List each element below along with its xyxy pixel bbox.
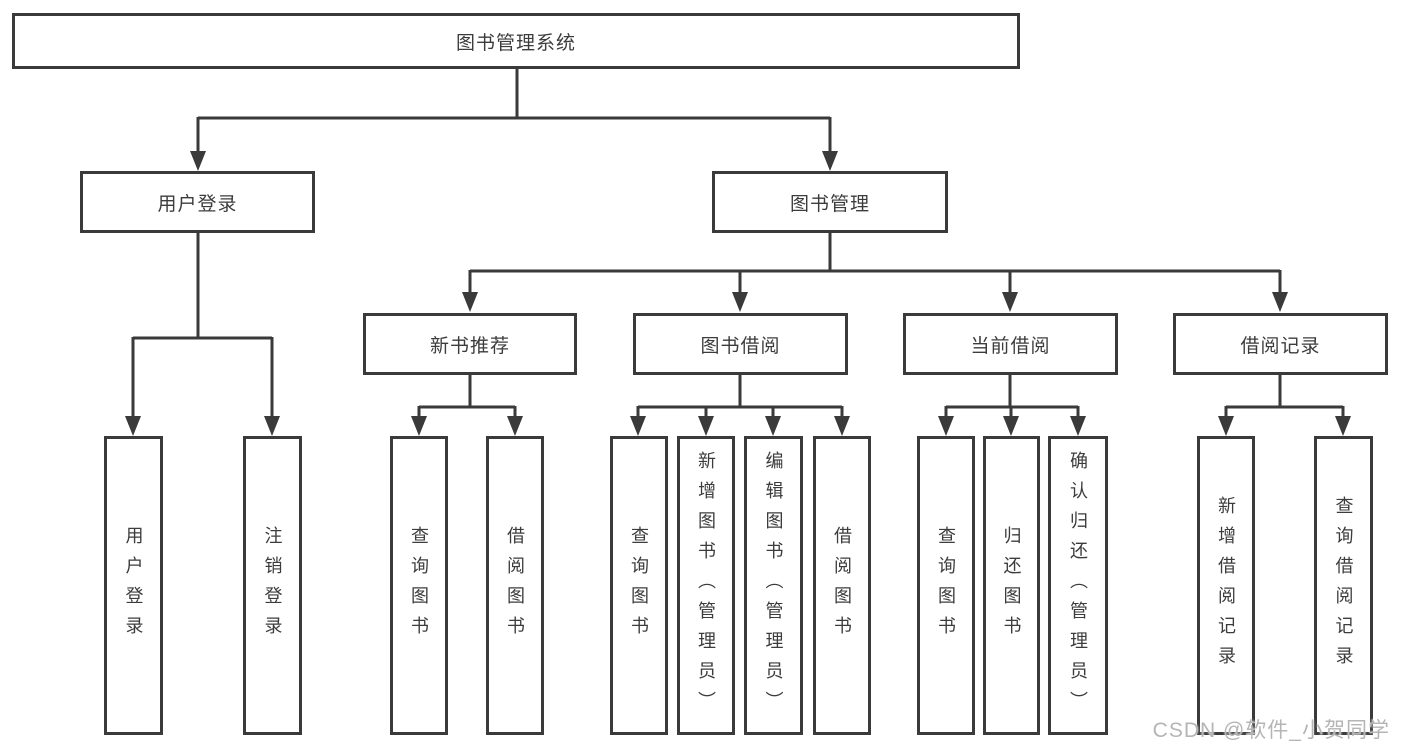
- leaf-edit-book-admin-label: 编辑图书（管理员）: [763, 450, 784, 721]
- node-root-label: 图书管理系统: [455, 32, 576, 54]
- leaf-logout: 注销登录: [243, 436, 302, 735]
- csdn-watermark: CSDN @软件_小贺同学: [1152, 719, 1390, 742]
- leaf-query-book-1: 查询图书: [390, 436, 448, 735]
- node-book-borrow: 图书借阅: [633, 313, 848, 375]
- leaf-borrow-book-1-label: 借阅图书: [505, 525, 525, 646]
- leaf-edit-book-admin: 编辑图书（管理员）: [744, 436, 803, 735]
- leaf-query-borrow-record: 查询借阅记录: [1314, 436, 1373, 735]
- node-book-management: 图书管理: [712, 171, 948, 233]
- connector-borrow-records-to-leaves: [1218, 375, 1351, 436]
- connector-book-management-to-level3: [462, 233, 1288, 312]
- leaf-query-book-2: 查询图书: [610, 436, 668, 735]
- connector-user-login-to-leaves: [125, 233, 280, 436]
- node-user-login-label: 用户登录: [157, 193, 238, 215]
- node-borrow-records: 借阅记录: [1173, 313, 1388, 375]
- leaf-logout-label: 注销登录: [262, 525, 283, 646]
- node-current-borrow: 当前借阅: [903, 313, 1118, 375]
- node-user-login: 用户登录: [80, 171, 315, 233]
- leaf-add-book-admin-label: 新增图书（管理员）: [696, 450, 716, 721]
- node-book-management-label: 图书管理: [789, 193, 870, 215]
- leaf-query-book-2-label: 查询图书: [629, 525, 649, 646]
- node-book-borrow-label: 图书借阅: [700, 335, 781, 357]
- connector-book-borrow-to-leaves: [630, 375, 850, 436]
- leaf-borrow-book-1: 借阅图书: [486, 436, 544, 735]
- leaf-query-book-3-label: 查询图书: [936, 525, 956, 646]
- leaf-confirm-return-admin: 确认归还（管理员）: [1048, 436, 1108, 735]
- leaf-borrow-book-2: 借阅图书: [813, 436, 871, 735]
- node-root: 图书管理系统: [12, 13, 1020, 69]
- leaf-query-book-1-label: 查询图书: [409, 525, 429, 646]
- leaf-confirm-return-admin-label: 确认归还（管理员）: [1068, 450, 1088, 721]
- leaf-return-book: 归还图书: [983, 436, 1040, 735]
- leaf-borrow-book-2-label: 借阅图书: [832, 525, 852, 646]
- connector-current-borrow-to-leaves: [938, 375, 1086, 436]
- connector-root-to-level2: [190, 68, 838, 171]
- leaf-add-book-admin: 新增图书（管理员）: [677, 436, 735, 735]
- leaf-add-borrow-record-label: 新增借阅记录: [1216, 495, 1236, 676]
- node-borrow-records-label: 借阅记录: [1240, 335, 1321, 357]
- node-new-book-recommend: 新书推荐: [363, 313, 577, 375]
- leaf-user-login-label: 用户登录: [123, 525, 144, 646]
- leaf-user-login: 用户登录: [104, 436, 163, 735]
- leaf-return-book-label: 归还图书: [1001, 525, 1022, 646]
- node-current-borrow-label: 当前借阅: [970, 335, 1051, 357]
- node-new-book-recommend-label: 新书推荐: [429, 335, 510, 357]
- leaf-query-book-3: 查询图书: [917, 436, 975, 735]
- leaf-add-borrow-record: 新增借阅记录: [1197, 436, 1255, 735]
- leaf-query-borrow-record-label: 查询借阅记录: [1333, 495, 1354, 676]
- connector-new-book-to-leaves: [411, 375, 523, 436]
